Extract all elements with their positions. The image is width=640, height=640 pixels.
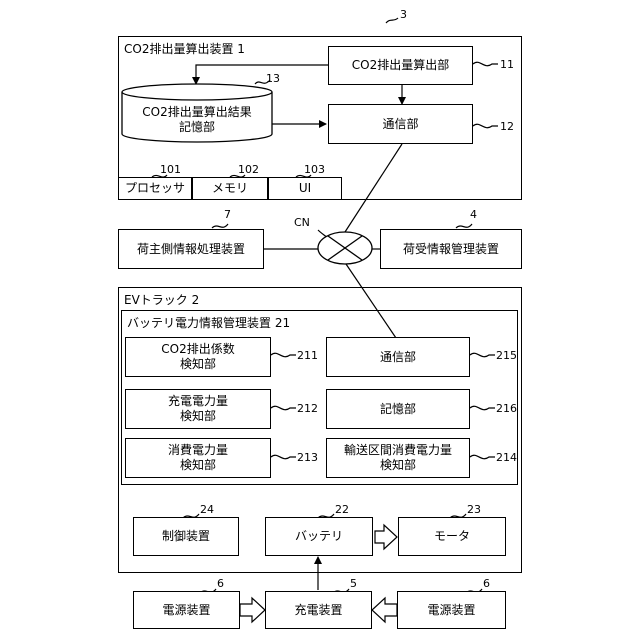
leader-7 bbox=[212, 224, 228, 228]
motor-box: モータ bbox=[398, 517, 506, 556]
shipper-info-processor: 荷主側情報処理装置 bbox=[118, 229, 264, 269]
arrow-power-left-to-charger bbox=[240, 598, 265, 622]
receiver-info-manager-ref: 4 bbox=[470, 208, 477, 221]
receiver-info-manager: 荷受情報管理装置 bbox=[380, 229, 522, 269]
arrow-power-right-to-charger bbox=[372, 598, 397, 622]
power-supply-right-ref: 6 bbox=[483, 577, 490, 590]
processor-box: プロセッサ bbox=[118, 177, 192, 200]
memory-ref: 102 bbox=[238, 163, 259, 176]
shipper-info-processor-ref: 7 bbox=[224, 208, 231, 221]
co2-calculation-device-title: CO2排出量算出装置 1 bbox=[124, 40, 245, 57]
consumed-power-detector-ref: 213 bbox=[297, 451, 318, 464]
leader-3 bbox=[386, 18, 398, 23]
truck-memory-unit-ref: 216 bbox=[496, 402, 517, 415]
ui-ref: 103 bbox=[304, 163, 325, 176]
control-device: 制御装置 bbox=[133, 517, 239, 556]
battery-power-info-manager-title: バッテリ電力情報管理装置 21 bbox=[127, 314, 290, 331]
leader-4 bbox=[456, 224, 472, 228]
device1-comm-unit: 通信部 bbox=[328, 104, 473, 144]
ev-truck-title: EVトラック 2 bbox=[124, 291, 199, 308]
co2-calc-unit-ref: 11 bbox=[500, 58, 514, 71]
processor-ref: 101 bbox=[160, 163, 181, 176]
calc-result-storage-ref: 13 bbox=[266, 72, 280, 85]
battery-box: バッテリ bbox=[265, 517, 373, 556]
truck-comm-unit-ref: 215 bbox=[496, 349, 517, 362]
power-supply-left-ref: 6 bbox=[217, 577, 224, 590]
charging-device: 充電装置 bbox=[265, 591, 372, 629]
route-power-detector: 輸送区間消費電力量 検知部 bbox=[326, 438, 470, 478]
truck-memory-unit: 記憶部 bbox=[326, 389, 470, 429]
charge-power-detector: 充電電力量 検知部 bbox=[125, 389, 271, 429]
co2-calc-unit: CO2排出量算出部 bbox=[328, 46, 473, 85]
charge-power-detector-ref: 212 bbox=[297, 402, 318, 415]
memory-box: メモリ bbox=[192, 177, 268, 200]
power-supply-left: 電源装置 bbox=[133, 591, 240, 629]
battery-ref: 22 bbox=[335, 503, 349, 516]
motor-ref: 23 bbox=[467, 503, 481, 516]
truck-comm-unit: 通信部 bbox=[326, 337, 470, 377]
co2-coef-detector-ref: 211 bbox=[297, 349, 318, 362]
network-node-cn bbox=[318, 232, 372, 264]
charging-device-ref: 5 bbox=[350, 577, 357, 590]
co2-coef-detector: CO2排出係数 検知部 bbox=[125, 337, 271, 377]
ui-box: UI bbox=[268, 177, 342, 200]
route-power-detector-ref: 214 bbox=[496, 451, 517, 464]
calc-result-storage: CO2排出量算出結果 記憶部 bbox=[124, 100, 270, 140]
device1-comm-unit-ref: 12 bbox=[500, 120, 514, 133]
consumed-power-detector: 消費電力量 検知部 bbox=[125, 438, 271, 478]
network-label: CN bbox=[294, 216, 310, 229]
figure-ref: 3 bbox=[400, 8, 407, 21]
control-device-ref: 24 bbox=[200, 503, 214, 516]
power-supply-right: 電源装置 bbox=[397, 591, 506, 629]
